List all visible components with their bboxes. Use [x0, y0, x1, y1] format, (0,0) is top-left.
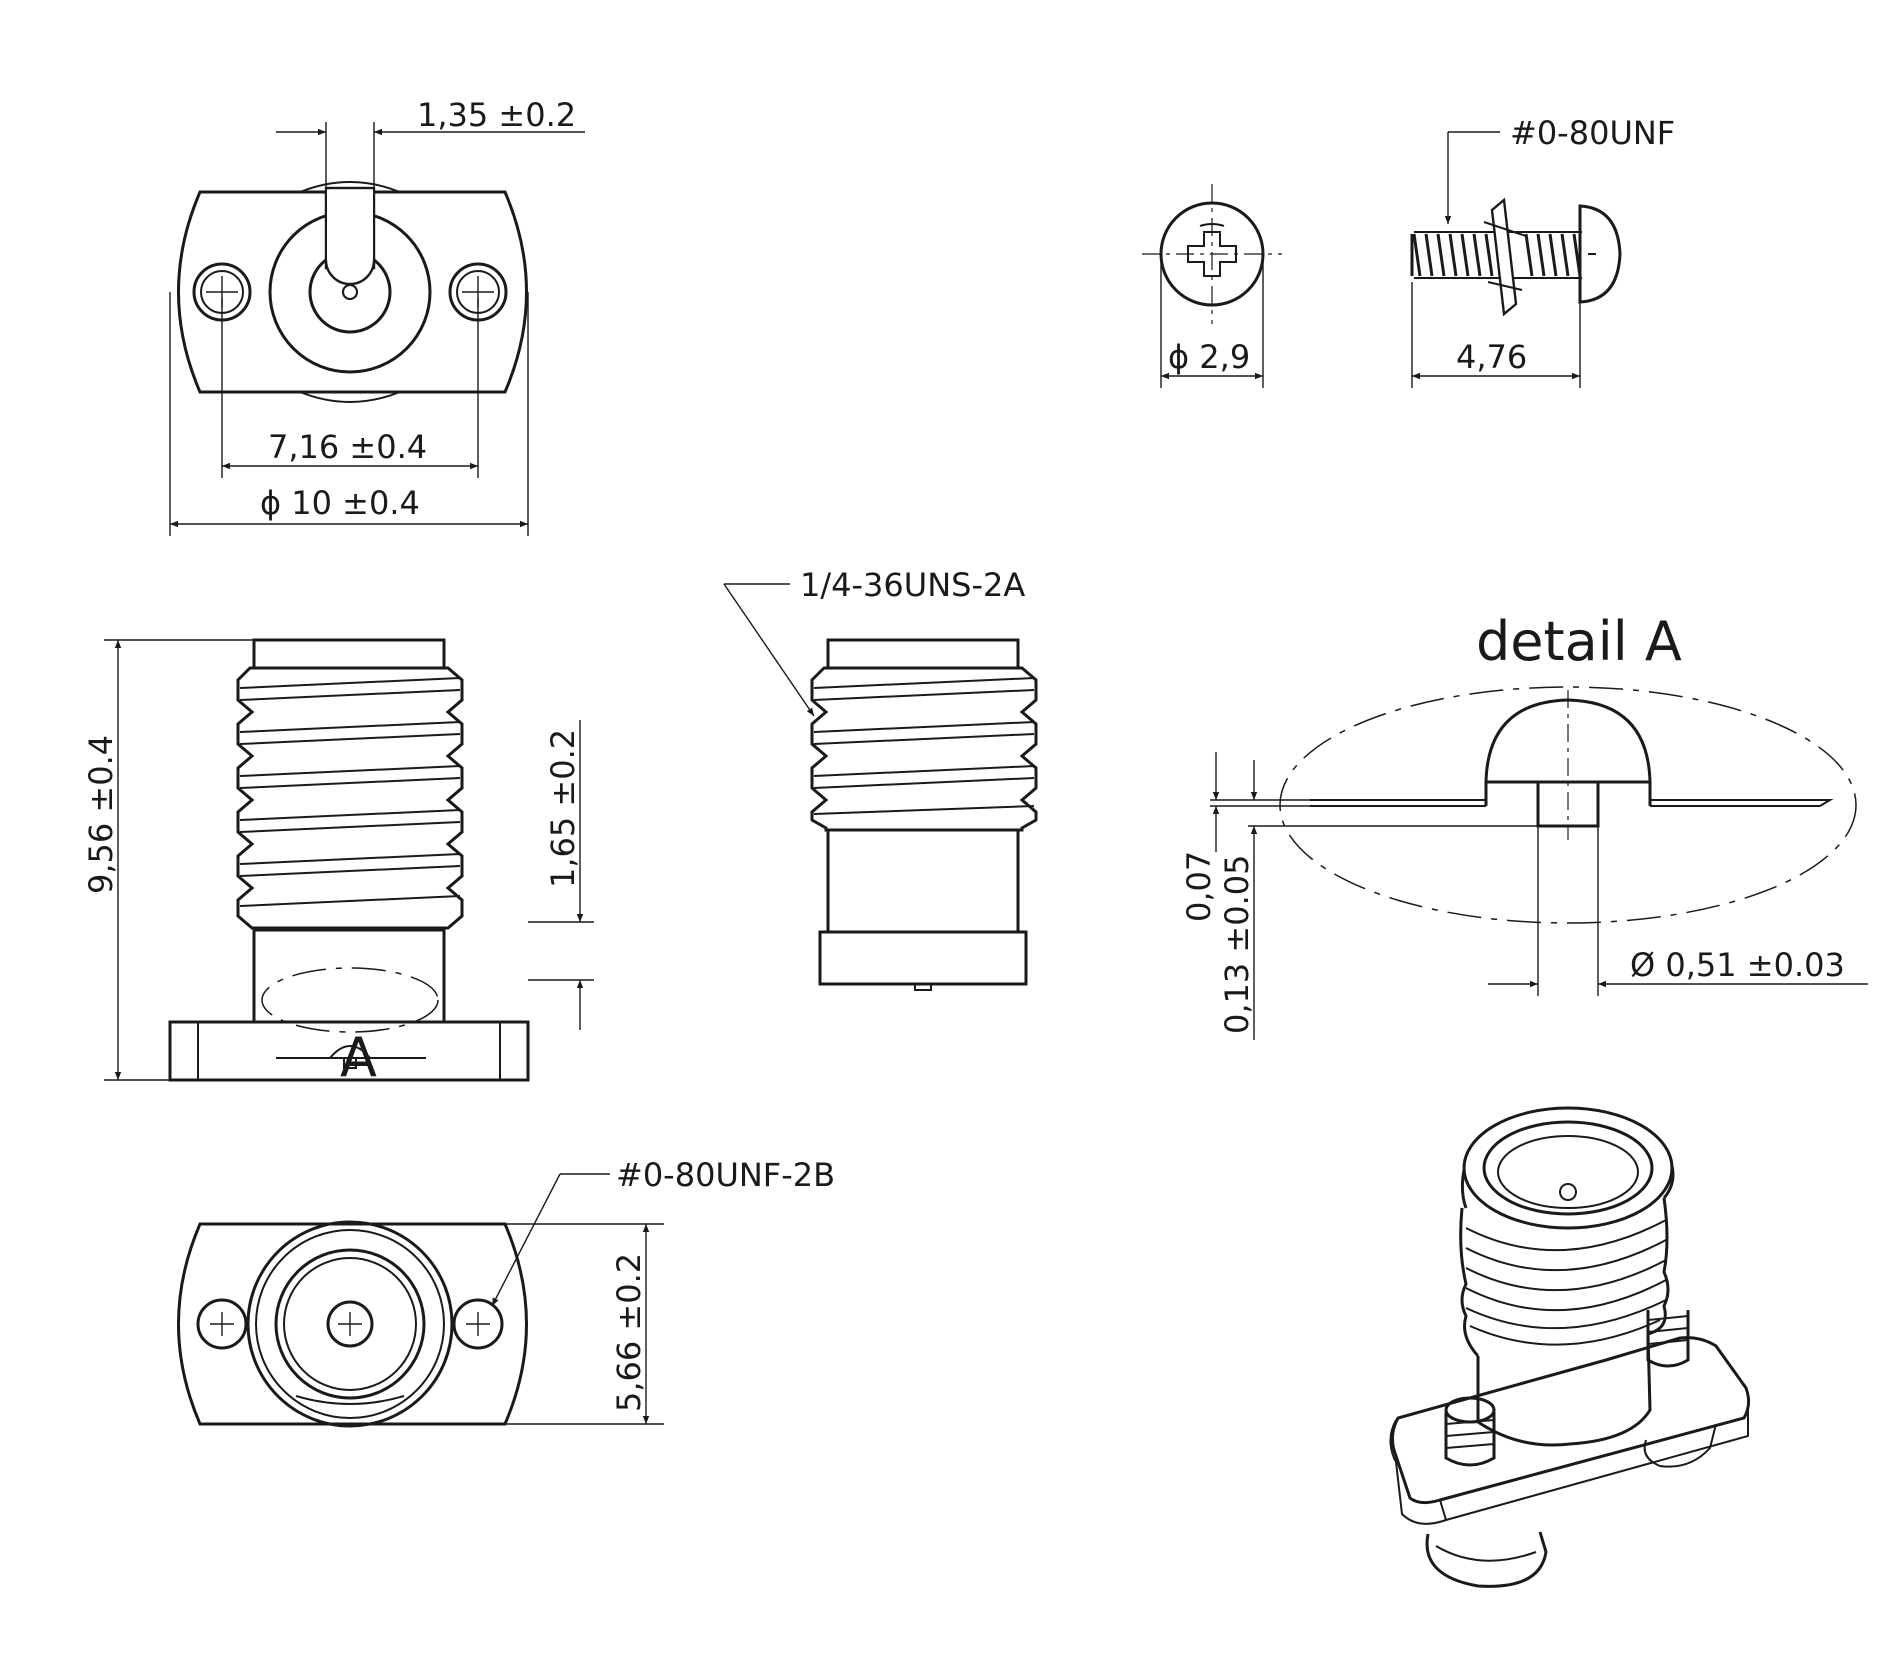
side-view-2-threads — [810, 666, 1038, 832]
detail-title-label: detail A — [1476, 610, 1682, 673]
screw-length-label: 4,76 — [1456, 338, 1527, 376]
side-view-2: 1/4-36UNS-2A — [723, 566, 1038, 991]
detail-pin-diameter-label: Ø 0,51 ±0.03 — [1630, 946, 1845, 984]
top-hole-spacing-label: 7,16 ±0.4 — [268, 428, 427, 466]
screw-thread-label: #0-80UNF — [1510, 114, 1675, 152]
bottom-hole-right — [452, 1298, 504, 1350]
side-pin-protrusion-label: 1,65 ±0.2 — [544, 729, 582, 888]
top-pin-width-label: 1,35 ±0.2 — [417, 96, 576, 134]
bottom-flange-height-label: 5,66 ±0.2 — [610, 1253, 648, 1412]
bottom-view: #0-80UNF-2B 5,66 ±0.2 — [177, 1156, 835, 1428]
side-view: A 9,56 ±0.4 1,65 ±0.2 — [82, 638, 594, 1089]
detail-dim-lower-label: 0,13 ±0.05 — [1218, 855, 1256, 1034]
detail-dim-upper-label: 0,07 — [1180, 851, 1218, 922]
screw-head-view: ϕ 2,9 — [1142, 184, 1282, 388]
top-view: 1,35 ±0.2 7,16 ±0.4 ϕ 10 ±0.4 — [169, 96, 585, 536]
center-pin — [326, 1300, 374, 1348]
isometric-view — [1389, 1106, 1751, 1588]
side-view-threads — [236, 666, 464, 930]
isometric-threads — [1459, 1197, 1670, 1358]
main-thread-label: 1/4-36UNS-2A — [800, 566, 1025, 604]
screw-head-diameter-label: ϕ 2,9 — [1168, 338, 1250, 376]
bottom-hole-left — [196, 1298, 248, 1350]
detail-a: detail A 0,07 0,13 ±0.05 Ø 0,51 ±0.03 — [1180, 610, 1868, 1040]
detail-marker-label: A — [340, 1026, 377, 1089]
screw-side-view: #0-80UNF 4,76 — [1410, 114, 1675, 388]
top-flange-diameter-label: ϕ 10 ±0.4 — [260, 484, 420, 522]
bottom-hole-thread-label: #0-80UNF-2B — [616, 1156, 835, 1194]
side-body-height-label: 9,56 ±0.4 — [82, 735, 120, 894]
